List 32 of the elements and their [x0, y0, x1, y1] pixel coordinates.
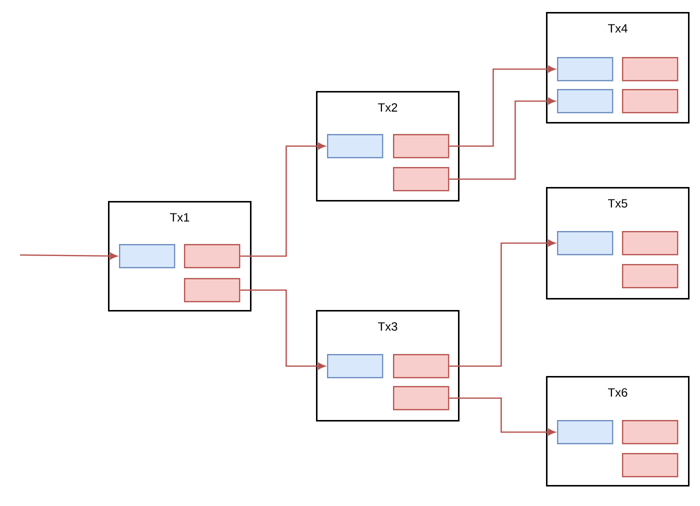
transaction-box: Tx2 — [316, 91, 460, 202]
output-slot — [622, 420, 678, 444]
input-slot — [327, 354, 384, 378]
output-slot — [184, 278, 240, 302]
arrow — [240, 289, 326, 370]
output-slot — [393, 354, 450, 378]
output-slot — [622, 264, 678, 288]
transaction-box: Tx1 — [108, 201, 252, 312]
input-slot — [557, 89, 614, 114]
arrow — [449, 66, 556, 147]
transaction-box: Tx5 — [546, 187, 690, 300]
output-slot — [622, 57, 678, 82]
output-slot — [393, 134, 450, 158]
arrow — [240, 142, 326, 257]
output-slot — [184, 244, 240, 268]
transaction-box: Tx3 — [316, 310, 460, 422]
arrow — [20, 252, 118, 260]
input-slot — [557, 57, 614, 82]
output-slot — [622, 89, 678, 114]
transaction-box: Tx6 — [546, 376, 690, 486]
input-slot — [557, 231, 614, 256]
output-slot — [393, 386, 450, 410]
input-slot — [327, 134, 384, 158]
input-slot — [557, 420, 614, 444]
transaction-box: Tx4 — [546, 12, 690, 124]
arrow — [449, 397, 556, 436]
output-slot — [622, 453, 678, 478]
output-slot — [393, 167, 450, 192]
output-slot — [622, 231, 678, 256]
input-slot — [119, 244, 176, 268]
arrow — [449, 240, 556, 367]
arrow — [449, 98, 556, 180]
